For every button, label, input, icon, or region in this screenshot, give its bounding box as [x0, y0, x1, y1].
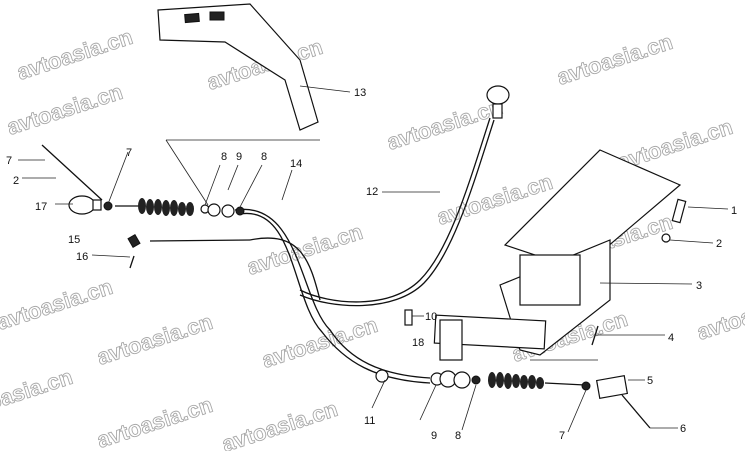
callout-6: 6 [680, 423, 686, 435]
callout-7: 7 [559, 430, 565, 442]
callout-16: 16 [76, 251, 88, 263]
watermark: avtoasia.cn [259, 312, 381, 373]
callout-8: 8 [455, 430, 461, 442]
watermark: avtoasia.cn [0, 274, 116, 335]
bracket-13 [157, 3, 319, 131]
callout-3: 3 [696, 280, 702, 292]
callout-2: 2 [716, 238, 722, 250]
watermark: avtoasia.cn [0, 364, 76, 425]
watermarks: avtoasia.cn avtoasia.cn avtoasia.cn avto… [0, 23, 745, 451]
callout-7: 7 [126, 147, 132, 159]
watermark: avtoasia.cn [14, 24, 136, 85]
watermark: avtoasia.cn [244, 219, 366, 280]
upper-cable-end [41, 144, 245, 269]
watermark: avtoasia.cn [94, 309, 216, 370]
callout-8: 8 [221, 151, 227, 163]
watermark: avtoasia.cn [554, 29, 676, 90]
callout-10: 10 [425, 311, 437, 323]
callout-14: 14 [290, 158, 302, 170]
callout-7: 7 [6, 155, 12, 167]
callout-1: 1 [731, 205, 737, 217]
callout-13: 13 [354, 87, 366, 99]
accelerator-cable-12 [299, 85, 510, 307]
watermark: avtoasia.cn [694, 284, 745, 345]
watermark: avtoasia.cn [384, 94, 506, 155]
callout-9: 9 [236, 151, 242, 163]
leader-lines [18, 85, 729, 433]
callout-labels: 13 7 2 17 7 8 9 8 14 12 1 2 3 15 16 10 1… [6, 87, 737, 442]
watermark: avtoasia.cn [4, 79, 126, 140]
callout-9: 9 [431, 430, 437, 442]
callout-15: 15 [68, 234, 80, 246]
watermark: avtoasia.cn [94, 392, 216, 451]
callout-11: 11 [364, 415, 375, 427]
pedal-assembly [433, 149, 687, 361]
callout-8: 8 [261, 151, 267, 163]
callout-2: 2 [13, 175, 19, 187]
lower-cable-end [375, 309, 651, 429]
callout-5: 5 [647, 375, 653, 387]
callout-18: 18 [412, 337, 424, 349]
watermark: avtoasia.cn [219, 396, 341, 451]
callout-17: 17 [35, 201, 47, 213]
knob [486, 85, 510, 105]
callout-12: 12 [366, 186, 378, 198]
callout-4: 4 [668, 332, 674, 344]
